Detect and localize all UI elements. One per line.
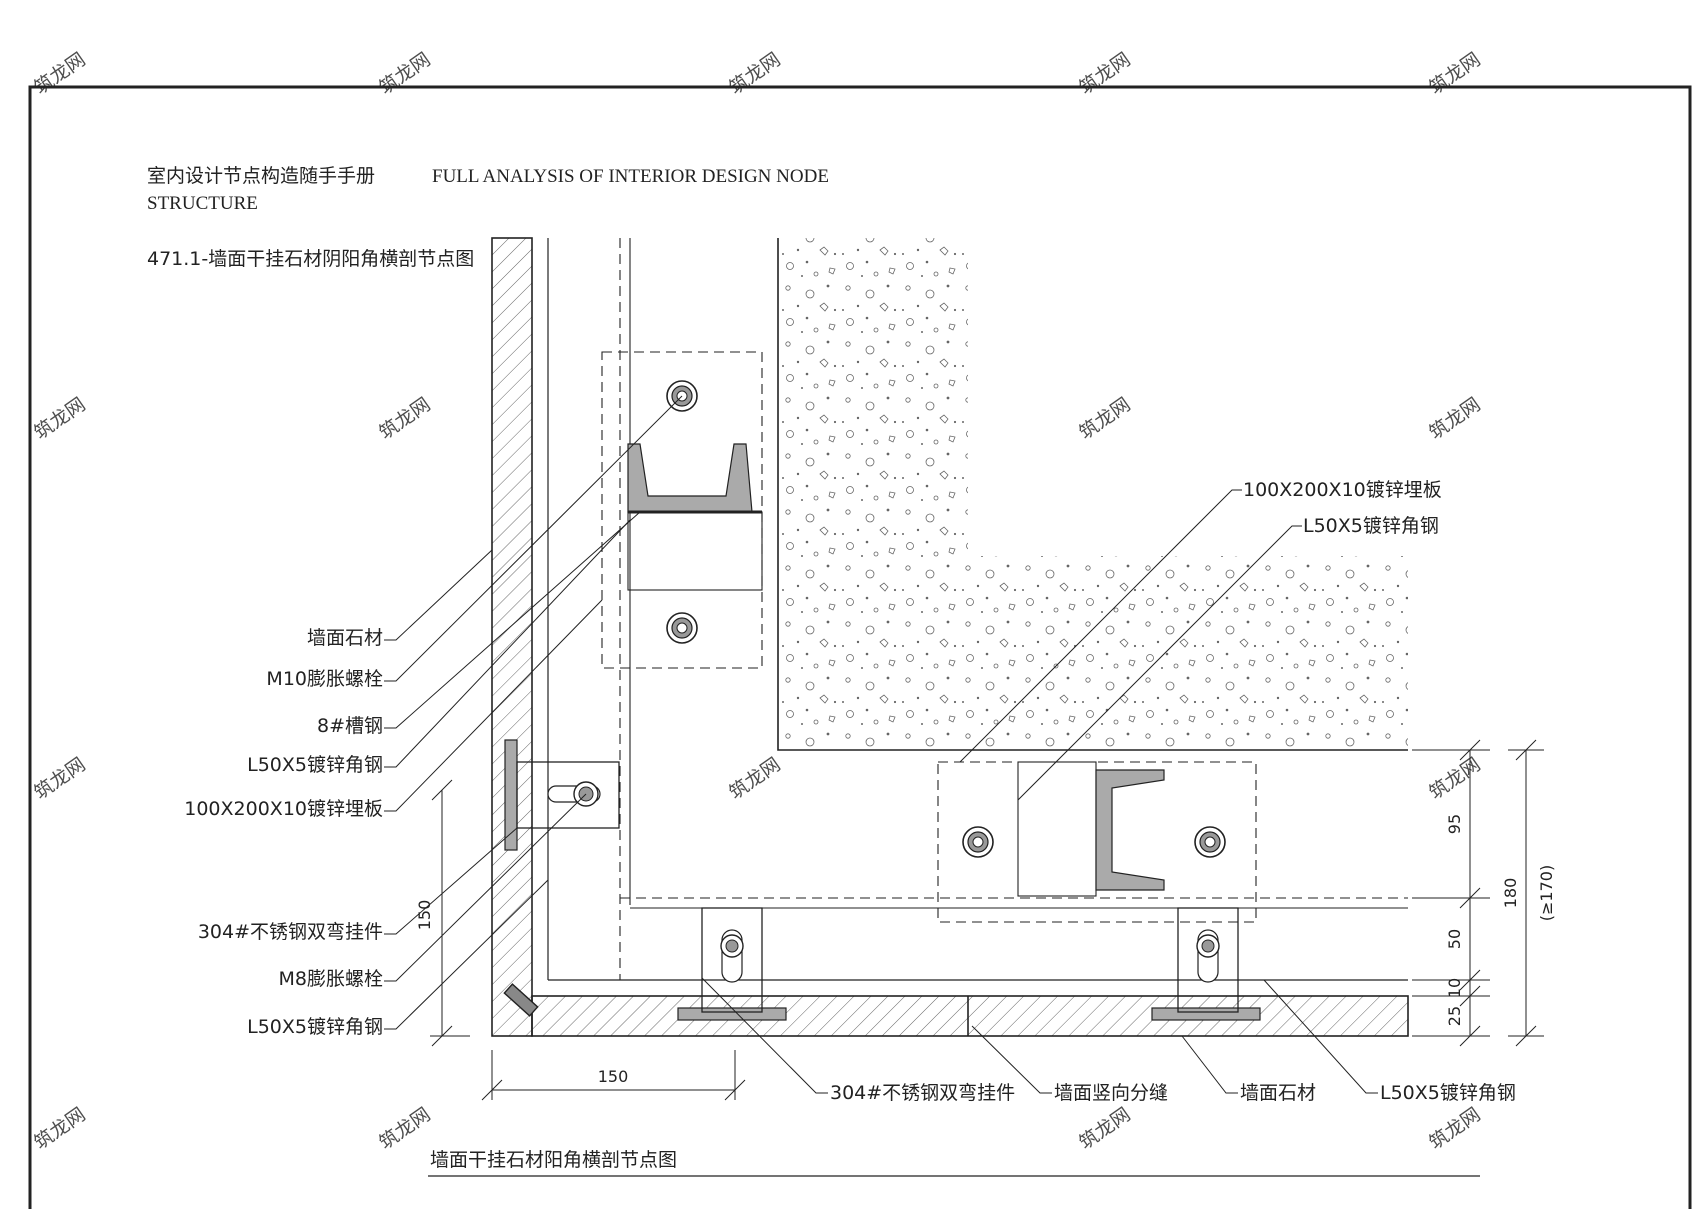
- label-m8-bolt: M8膨胀螺栓: [279, 968, 383, 990]
- left-labels: 墙面石材 M10膨胀螺栓 8#槽钢 L50X5镀锌角钢 100X200X10镀锌…: [184, 627, 383, 1038]
- drawing-frame: [28, 85, 1692, 1209]
- label-angle-steel-right: L50X5镀锌角钢: [1303, 515, 1439, 537]
- label-stone: 墙面石材: [307, 627, 383, 649]
- header-title-cn: 室内设计节点构造随手手册: [147, 165, 375, 187]
- watermark: 筑龙网: [1075, 1103, 1134, 1154]
- label-hanger-bottom: 304#不锈钢双弯挂件: [830, 1082, 1015, 1104]
- stone-panel-horizontal: [531, 995, 1409, 1037]
- embed-plate-top: [601, 351, 763, 669]
- dim-right-10: 10: [1445, 978, 1464, 998]
- dim-right-chain: [1412, 739, 1544, 1047]
- watermark: 筑龙网: [1425, 1103, 1484, 1154]
- watermark: 筑龙网: [725, 753, 784, 804]
- concrete-edge: [777, 238, 1408, 751]
- watermark: 筑龙网: [375, 393, 434, 444]
- hanger-left-body: [516, 761, 620, 829]
- bolt-m10: [1194, 826, 1226, 858]
- hanger-bottom-1: [677, 907, 787, 1021]
- corner-chamfer: [503, 983, 539, 1017]
- stone-panel-vertical: [491, 237, 533, 1037]
- label-hanger: 304#不锈钢双弯挂件: [198, 921, 383, 943]
- section-title: 471.1-墙面干挂石材阴阳角横剖节点图: [147, 248, 474, 270]
- embed-plate-right-inner: [1017, 761, 1097, 897]
- dim-left-value: 150: [415, 900, 434, 931]
- bottom-leaders: [701, 977, 1378, 1094]
- dim-right-25: 25: [1445, 1006, 1464, 1026]
- watermark: 筑龙网: [30, 393, 89, 444]
- watermark: 筑龙网: [375, 1103, 434, 1154]
- label-vertical-joint: 墙面竖向分缝: [1054, 1082, 1168, 1104]
- dim-bottom-horizontal: [481, 1050, 746, 1101]
- watermark: 筑龙网: [1075, 48, 1134, 99]
- label-m10-bolt: M10膨胀螺栓: [266, 668, 383, 690]
- embed-plate-top-inner: [627, 511, 763, 591]
- header-title-en: FULL ANALYSIS OF INTERIOR DESIGN NODE: [432, 166, 829, 187]
- watermark: 筑龙网: [1425, 753, 1484, 804]
- label-angle-steel-bottom: L50X5镀锌角钢: [1380, 1082, 1516, 1104]
- label-embed-plate-right: 100X200X10镀锌埋板: [1243, 479, 1442, 501]
- bolt-m10: [666, 612, 698, 644]
- right-leaders: [959, 489, 1302, 801]
- label-stone-bottom: 墙面石材: [1240, 1082, 1316, 1104]
- watermark: 筑龙网: [375, 48, 434, 99]
- caption: 墙面干挂石材阳角横剖节点图: [430, 1149, 677, 1171]
- watermark: 筑龙网: [1075, 393, 1134, 444]
- dim-right-total-note: (≥170): [1537, 865, 1556, 921]
- channel-steel: [627, 443, 753, 513]
- bolt-m10: [962, 826, 994, 858]
- label-channel: 8#槽钢: [317, 715, 383, 737]
- hanger-bottom-2: [1151, 907, 1261, 1021]
- watermark: 筑龙网: [1425, 48, 1484, 99]
- header-title-en-2: STRUCTURE: [147, 193, 258, 214]
- concrete-wall: [778, 238, 1408, 750]
- dim-right-95: 95: [1445, 814, 1464, 834]
- dim-bottom-value: 150: [598, 1067, 629, 1086]
- watermark: 筑龙网: [30, 1103, 89, 1154]
- watermark: 筑龙网: [725, 48, 784, 99]
- dim-left-vertical: [430, 779, 470, 1047]
- watermark: 筑龙网: [30, 48, 89, 99]
- channel-steel-right: [1095, 769, 1165, 891]
- label-angle-steel-2: L50X5镀锌角钢: [247, 1016, 383, 1038]
- watermark: 筑龙网: [1425, 393, 1484, 444]
- dim-right-50: 50: [1445, 929, 1464, 949]
- label-angle-steel: L50X5镀锌角钢: [247, 754, 383, 776]
- label-embed-plate: 100X200X10镀锌埋板: [184, 798, 383, 820]
- left-leaders: [384, 395, 683, 1030]
- watermark: 筑龙网: [30, 753, 89, 804]
- dim-right-total: 180: [1501, 878, 1520, 909]
